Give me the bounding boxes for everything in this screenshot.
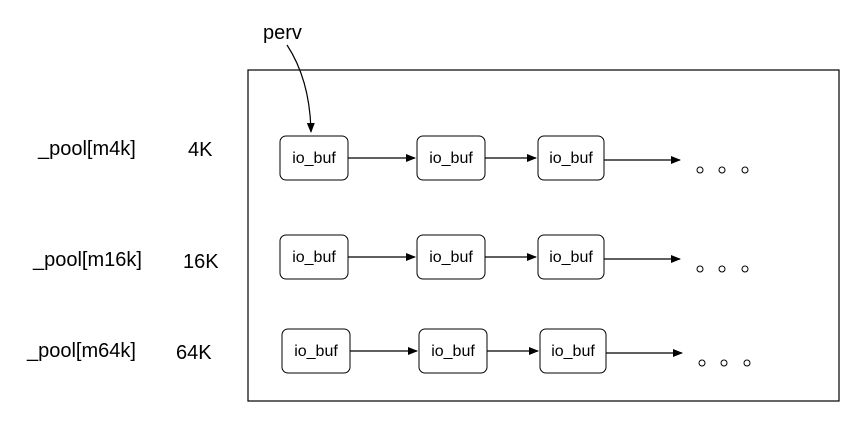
pool-name-label: _pool[m16k] (32, 249, 142, 271)
io-buf-label: io_buf (292, 150, 336, 167)
io-buf-label: io_buf (294, 343, 338, 360)
pool-size-label: 64K (176, 342, 212, 364)
io-buf-label: io_buf (429, 249, 473, 266)
io-buf-node: io_buf (537, 234, 605, 280)
pool-container (247, 69, 840, 402)
io-buf-node: io_buf (539, 328, 607, 374)
io-buf-node: io_buf (279, 135, 349, 181)
pool-row-m16k: _pool[m16k] 16K io_buf io_buf io_buf (32, 234, 749, 280)
io-buf-node: io_buf (418, 328, 488, 374)
io-buf-node: io_buf (279, 234, 349, 280)
pool-name-label: _pool[m64k] (26, 340, 136, 362)
io-buf-label: io_buf (549, 249, 593, 266)
io-buf-label: io_buf (549, 150, 593, 167)
io-buf-label: io_buf (429, 150, 473, 167)
ellipsis-dots (696, 265, 749, 273)
pool-row-m4k: _pool[m4k] 4K io_buf io_buf io_buf (37, 135, 749, 181)
io-buf-label: io_buf (431, 343, 475, 360)
io-buf-node: io_buf (537, 135, 605, 181)
pool-row-m64k: _pool[m64k] 64K io_buf io_buf io_buf (26, 328, 751, 374)
perv-pointer-arrow (286, 44, 315, 133)
pool-size-label: 4K (188, 139, 213, 161)
ellipsis-dots (698, 359, 751, 367)
pool-size-label: 16K (183, 251, 219, 273)
ellipsis-dots (696, 166, 749, 174)
io-buf-node: io_buf (416, 234, 486, 280)
io-buf-node: io_buf (416, 135, 486, 181)
pool-name-label: _pool[m4k] (37, 138, 136, 160)
io-buf-label: io_buf (551, 343, 595, 360)
perv-label: perv (263, 22, 302, 44)
io-buf-node: io_buf (281, 328, 351, 374)
io-buf-label: io_buf (292, 249, 336, 266)
